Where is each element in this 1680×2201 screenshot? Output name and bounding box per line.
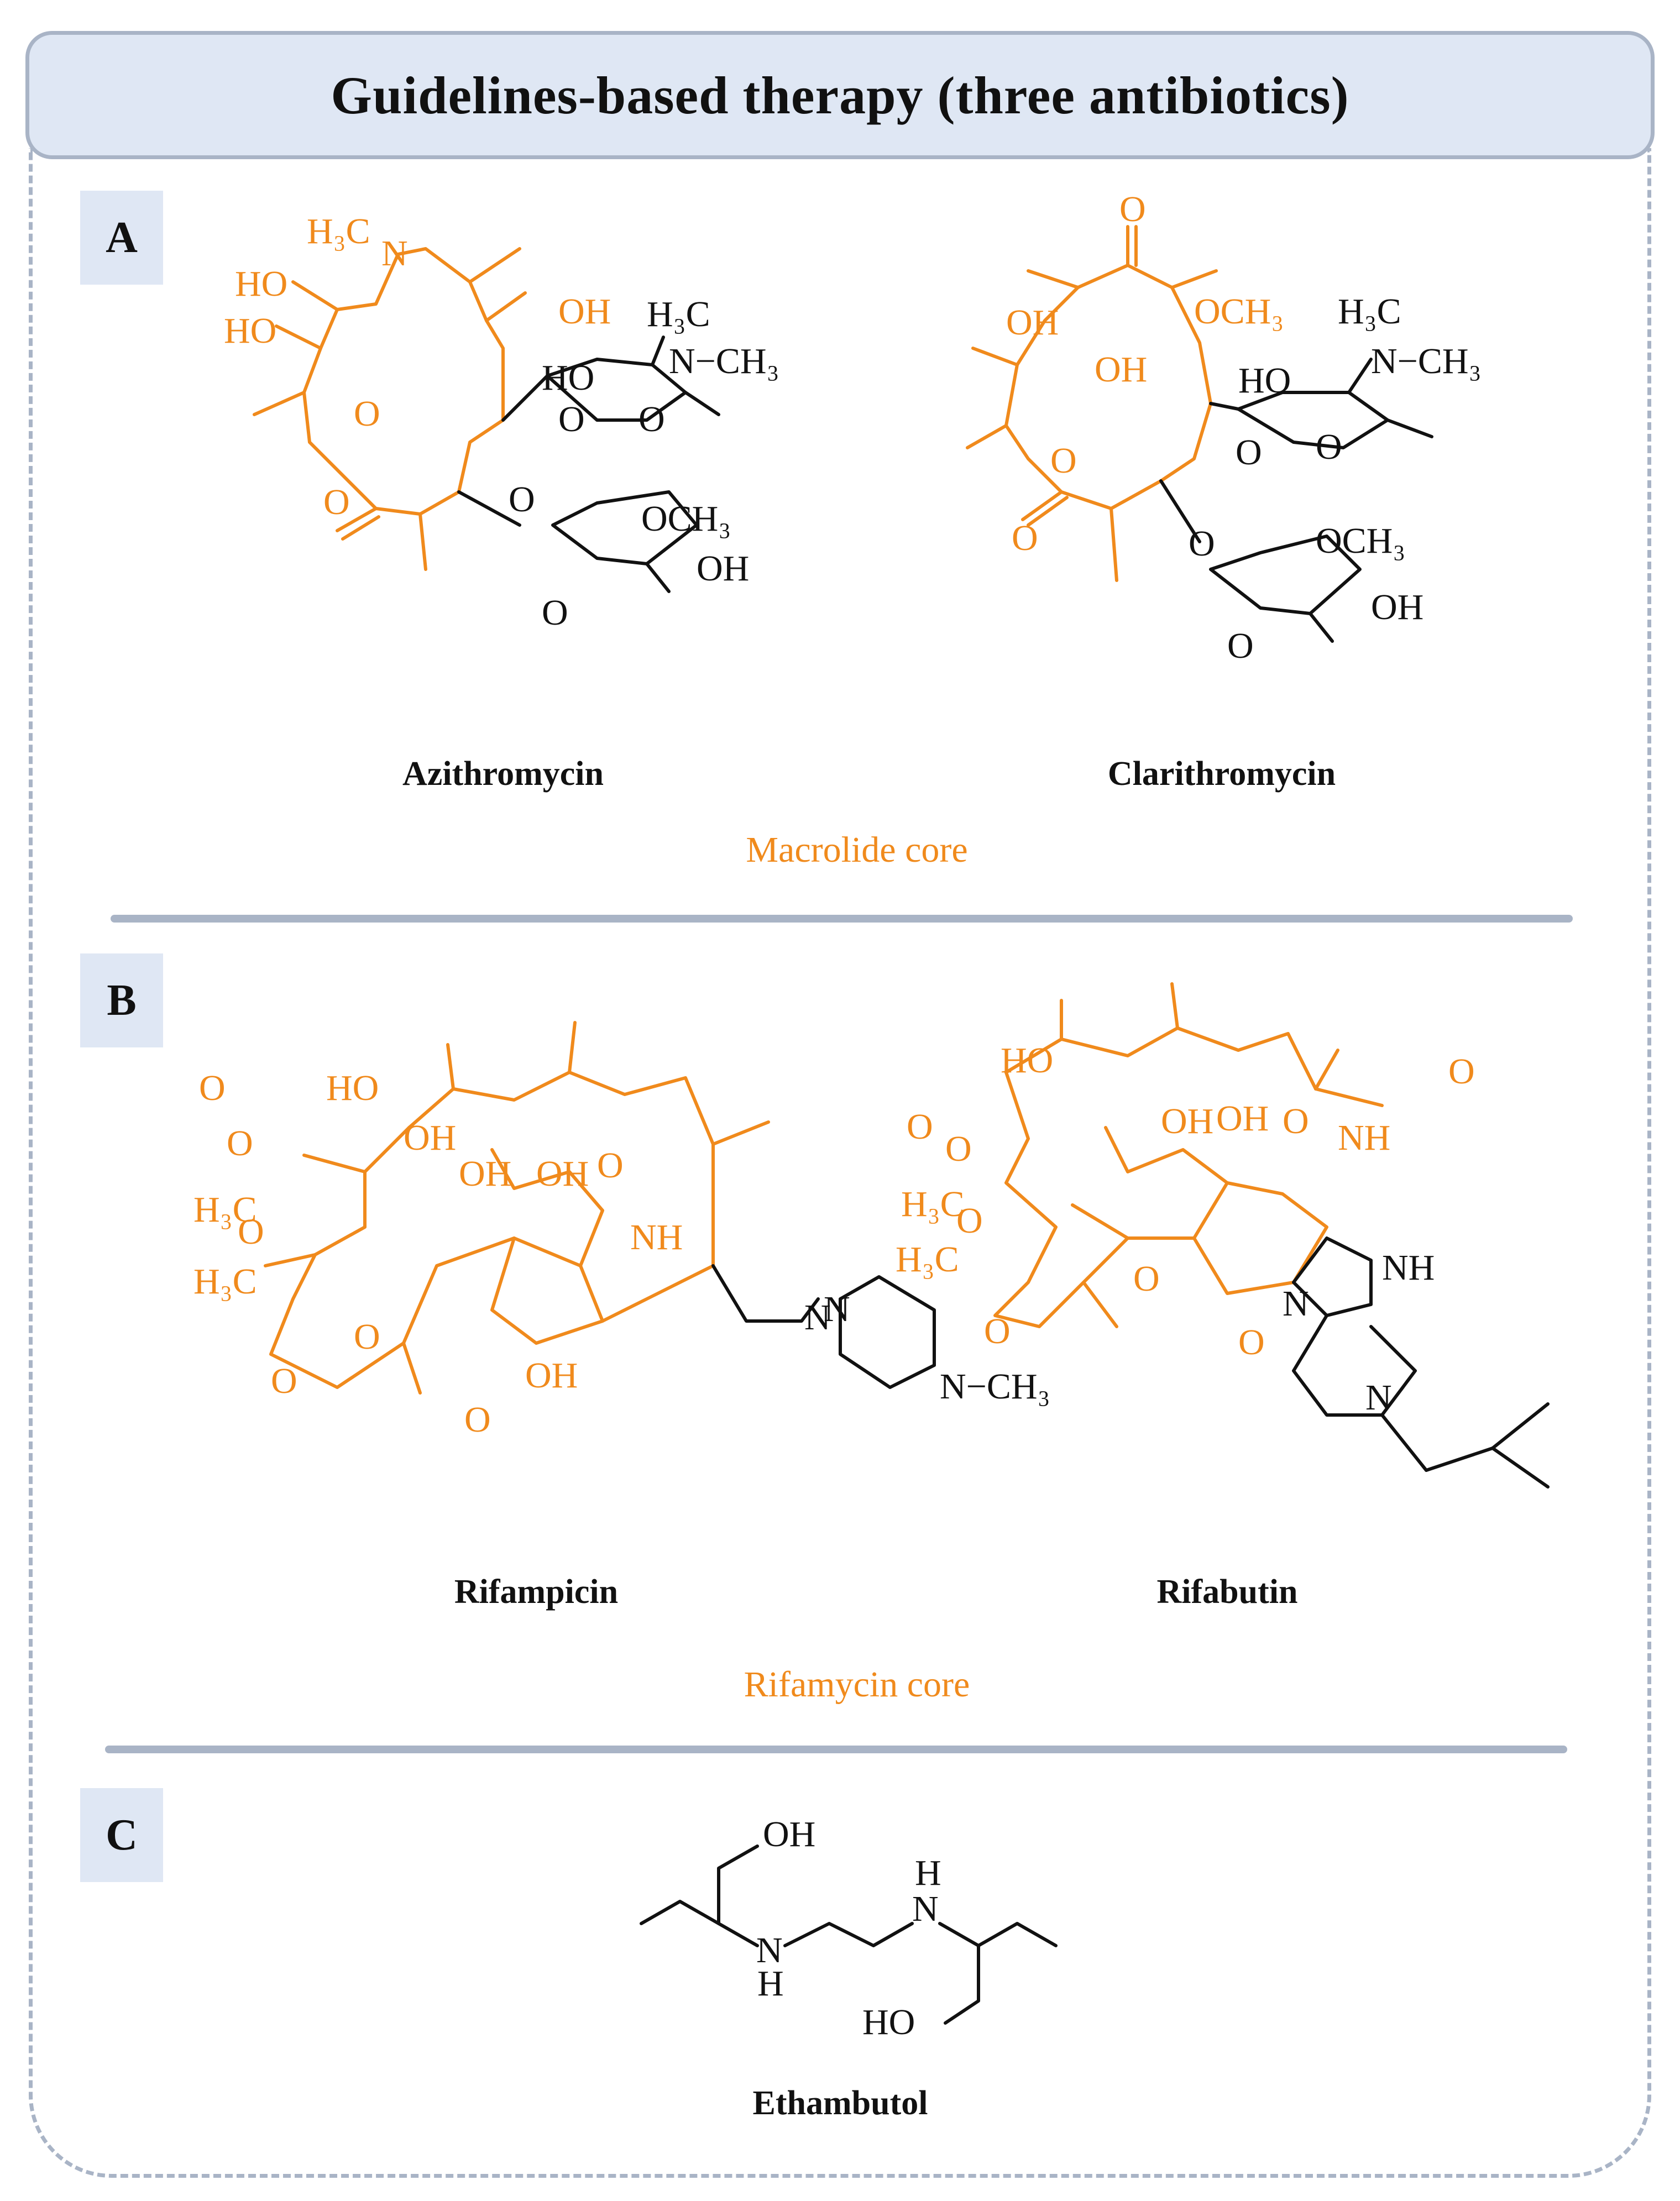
svg-text:HO: HO xyxy=(326,1068,379,1108)
svg-text:H₃C: H₃C xyxy=(1338,291,1401,332)
svg-text:OH: OH xyxy=(697,548,749,589)
svg-text:HO: HO xyxy=(542,358,594,398)
svg-text:HO: HO xyxy=(1001,1040,1053,1081)
svg-text:OH: OH xyxy=(525,1355,578,1396)
svg-text:O: O xyxy=(509,479,535,520)
svg-text:H₃C: H₃C xyxy=(193,1261,257,1302)
svg-text:O: O xyxy=(464,1400,491,1440)
svg-text:O: O xyxy=(1189,523,1215,564)
svg-text:O: O xyxy=(271,1361,297,1401)
azithromycin-structure: H₃C N HO HO O O OH H₃C N−CH₃ HO O O O OC… xyxy=(224,211,779,633)
svg-text:OCH₃: OCH₃ xyxy=(641,499,731,539)
compound-name-azithromycin: Azithromycin xyxy=(402,755,604,793)
svg-text:O: O xyxy=(542,593,568,633)
svg-text:NH: NH xyxy=(1382,1248,1435,1288)
svg-text:O: O xyxy=(956,1201,983,1241)
svg-text:H₃C: H₃C xyxy=(647,294,710,334)
svg-text:HO: HO xyxy=(862,2002,915,2042)
svg-text:O: O xyxy=(1283,1101,1309,1141)
svg-text:O: O xyxy=(907,1107,933,1147)
svg-text:O: O xyxy=(638,399,665,439)
svg-text:OH: OH xyxy=(1371,587,1423,627)
svg-text:H: H xyxy=(915,1853,941,1893)
svg-text:OH: OH xyxy=(536,1154,589,1194)
clarithromycin-structure: O OH OH OCH₃ O O H₃C N−CH₃ HO O O O OCH₃… xyxy=(966,189,1482,666)
svg-text:OH: OH xyxy=(1006,302,1059,343)
svg-text:O: O xyxy=(354,394,380,434)
compound-name-clarithromycin: Clarithromycin xyxy=(1107,755,1336,793)
svg-text:OH: OH xyxy=(1095,349,1147,390)
svg-text:O: O xyxy=(238,1212,264,1252)
svg-text:N: N xyxy=(756,1930,783,1971)
title-banner: Guidelines-based therapy (three antibiot… xyxy=(25,31,1655,159)
svg-text:O: O xyxy=(1316,427,1342,467)
svg-text:NH: NH xyxy=(630,1217,683,1257)
svg-text:N: N xyxy=(804,1297,831,1338)
svg-text:O: O xyxy=(227,1123,253,1164)
svg-text:O: O xyxy=(1227,626,1254,666)
svg-text:N−CH₃: N−CH₃ xyxy=(940,1366,1050,1407)
svg-text:OH: OH xyxy=(558,291,611,332)
svg-text:O: O xyxy=(199,1068,226,1108)
compound-name-rifabutin: Rifabutin xyxy=(1156,1573,1298,1611)
svg-text:H₃C: H₃C xyxy=(901,1184,965,1224)
core-label-rifamycin: Rifamycin core xyxy=(744,1664,970,1705)
svg-text:OH: OH xyxy=(459,1154,511,1194)
svg-text:O: O xyxy=(1133,1259,1160,1299)
svg-text:H₃C: H₃C xyxy=(896,1239,959,1280)
svg-text:HO: HO xyxy=(224,311,276,351)
svg-text:O: O xyxy=(1238,1322,1265,1362)
ethambutol-structure: OH N H H N HO xyxy=(640,1814,1058,2042)
section-divider-1 xyxy=(111,915,1573,923)
svg-text:O: O xyxy=(1119,189,1146,229)
svg-text:O: O xyxy=(1448,1051,1475,1092)
svg-text:O: O xyxy=(945,1129,972,1169)
panel-label-a: A xyxy=(80,191,163,285)
svg-text:NH: NH xyxy=(1338,1118,1390,1158)
svg-text:H: H xyxy=(757,1963,784,2004)
compound-name-ethambutol: Ethambutol xyxy=(752,2084,928,2122)
svg-text:N−CH₃: N−CH₃ xyxy=(669,341,779,381)
svg-text:N: N xyxy=(912,1889,939,1929)
panel-label-c: C xyxy=(80,1788,163,1882)
core-label-macrolide: Macrolide core xyxy=(746,830,968,870)
svg-text:O: O xyxy=(1236,432,1262,473)
svg-text:O: O xyxy=(1012,518,1038,558)
svg-text:OCH₃: OCH₃ xyxy=(1316,521,1405,561)
compound-name-rifampicin: Rifampicin xyxy=(454,1573,619,1611)
svg-text:OH: OH xyxy=(1161,1101,1213,1141)
svg-text:N: N xyxy=(824,1289,850,1329)
section-divider-2 xyxy=(105,1746,1567,1753)
svg-text:O: O xyxy=(558,399,585,439)
svg-text:O: O xyxy=(323,482,350,522)
svg-text:N: N xyxy=(1365,1377,1392,1418)
svg-text:O: O xyxy=(354,1317,380,1357)
svg-text:HO: HO xyxy=(235,264,287,304)
svg-text:N: N xyxy=(1283,1283,1309,1324)
svg-text:O: O xyxy=(597,1145,624,1186)
svg-text:OH: OH xyxy=(1216,1098,1269,1139)
dashed-frame xyxy=(29,148,1651,2178)
svg-text:HO: HO xyxy=(1238,360,1291,401)
svg-text:H₃C: H₃C xyxy=(193,1189,257,1230)
svg-text:H₃C: H₃C xyxy=(307,211,370,251)
svg-text:OCH₃: OCH₃ xyxy=(1194,291,1284,332)
panel-label-b: B xyxy=(80,953,163,1047)
rifabutin-structure: HO OH OH O NH O O O H₃C O H₃C O O O NH N… xyxy=(896,982,1550,1489)
svg-text:N−CH₃: N−CH₃ xyxy=(1371,341,1482,381)
svg-text:OH: OH xyxy=(404,1118,456,1158)
rifampicin-structure: HO OH OH OH O NH O O H₃C O H₃C O O OH O … xyxy=(193,1021,1050,1440)
svg-text:O: O xyxy=(1050,441,1077,481)
svg-text:O: O xyxy=(984,1311,1011,1351)
svg-text:N: N xyxy=(381,233,408,274)
page-title: Guidelines-based therapy (three antibiot… xyxy=(331,65,1349,125)
svg-text:OH: OH xyxy=(763,1814,815,1854)
